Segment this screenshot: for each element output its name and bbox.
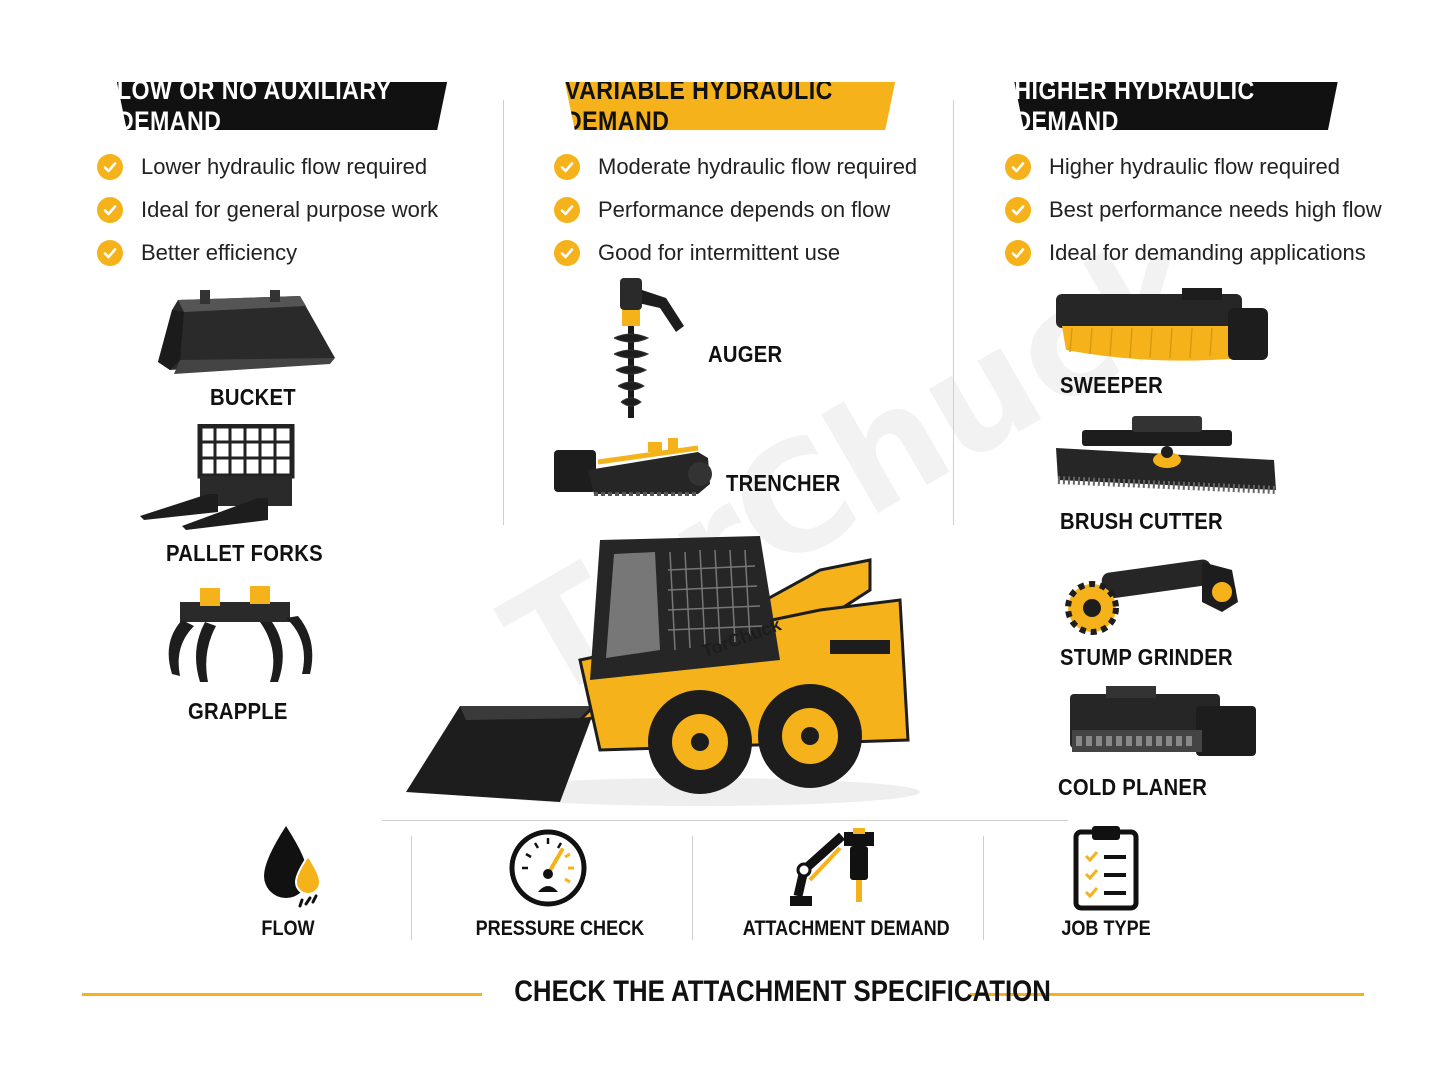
attachment-label-pallet-forks: PALLET FORKS bbox=[166, 540, 323, 566]
bullet-item: Ideal for demanding applications bbox=[1005, 231, 1382, 274]
attachment-label-bucket: BUCKET bbox=[210, 384, 296, 410]
check-icon bbox=[1005, 196, 1031, 223]
divider-line bbox=[382, 820, 1068, 821]
trencher-icon bbox=[554, 438, 712, 496]
bucket-icon bbox=[158, 290, 335, 374]
banner-high-demand: HIGHER HYDRAULIC DEMAND bbox=[1014, 82, 1338, 130]
icon-divider bbox=[983, 836, 984, 940]
bullets-high-demand: Higher hydraulic flow required Best perf… bbox=[1005, 145, 1382, 274]
bullets-low-demand: Lower hydraulic flow required Ideal for … bbox=[97, 145, 438, 274]
column-divider bbox=[953, 100, 954, 525]
banner-low-demand: LOW OR NO AUXILIARY DEMAND bbox=[116, 82, 448, 130]
bullet-item: Good for intermittent use bbox=[554, 231, 917, 274]
bullet-item: Moderate hydraulic flow required bbox=[554, 145, 917, 188]
bullet-item: Better efficiency bbox=[97, 231, 438, 274]
bullet-item: Best performance needs high flow bbox=[1005, 188, 1382, 231]
attachment-label-trencher: TRENCHER bbox=[726, 470, 841, 496]
check-icon bbox=[97, 153, 123, 180]
bullet-item: Performance depends on flow bbox=[554, 188, 917, 231]
oil-drop-icon bbox=[264, 826, 322, 908]
check-icon bbox=[1005, 153, 1031, 180]
bullet-item: Ideal for general purpose work bbox=[97, 188, 438, 231]
attachment-label-sweeper: SWEEPER bbox=[1060, 372, 1164, 398]
attachment-label-auger: AUGER bbox=[708, 341, 783, 367]
grapple-icon bbox=[168, 586, 313, 682]
check-icon bbox=[1005, 239, 1031, 266]
attachment-label-stump-grinder: STUMP GRINDER bbox=[1060, 644, 1233, 670]
footer-title: CHECK THE ATTACHMENT SPECIFICATION bbox=[514, 975, 1051, 1008]
bullet-item: Higher hydraulic flow required bbox=[1005, 145, 1382, 188]
icon-label-pressure-check: PRESSURE CHECK bbox=[475, 917, 645, 940]
footer-line-left bbox=[82, 993, 482, 996]
bullet-item: Lower hydraulic flow required bbox=[97, 145, 438, 188]
pallet-forks-icon bbox=[140, 424, 295, 530]
sweeper-icon bbox=[1056, 288, 1268, 361]
check-icon bbox=[97, 196, 123, 223]
check-icon bbox=[554, 239, 580, 266]
footer-line-right bbox=[970, 993, 1364, 996]
cold-planer-icon bbox=[1070, 686, 1256, 756]
icon-divider bbox=[411, 836, 412, 940]
clipboard-checklist-icon bbox=[1073, 826, 1139, 911]
icon-divider bbox=[692, 836, 693, 940]
skid-steer-loader-illustration: TorChuck bbox=[406, 536, 920, 806]
attachment-label-brush-cutter: BRUSH CUTTER bbox=[1060, 508, 1223, 534]
icon-label-flow: FLOW bbox=[261, 917, 315, 940]
column-divider bbox=[503, 100, 504, 525]
icon-label-attachment-demand: ATTACHMENT DEMAND bbox=[742, 917, 950, 940]
auger-icon bbox=[613, 278, 684, 418]
bullets-variable-demand: Moderate hydraulic flow required Perform… bbox=[554, 145, 917, 274]
brush-cutter-icon bbox=[1056, 416, 1277, 494]
stump-grinder-icon bbox=[1065, 559, 1238, 635]
banner-variable-demand: VARIABLE HYDRAULIC DEMAND bbox=[564, 82, 896, 130]
hydraulic-arm-icon bbox=[790, 828, 874, 906]
attachment-label-grapple: GRAPPLE bbox=[188, 698, 288, 724]
check-icon bbox=[97, 239, 123, 266]
check-icon bbox=[554, 196, 580, 223]
pressure-gauge-icon bbox=[509, 829, 587, 907]
icon-label-job-type: JOB TYPE bbox=[1061, 917, 1151, 940]
attachment-label-cold-planer: COLD PLANER bbox=[1058, 774, 1208, 800]
check-icon bbox=[554, 153, 580, 180]
